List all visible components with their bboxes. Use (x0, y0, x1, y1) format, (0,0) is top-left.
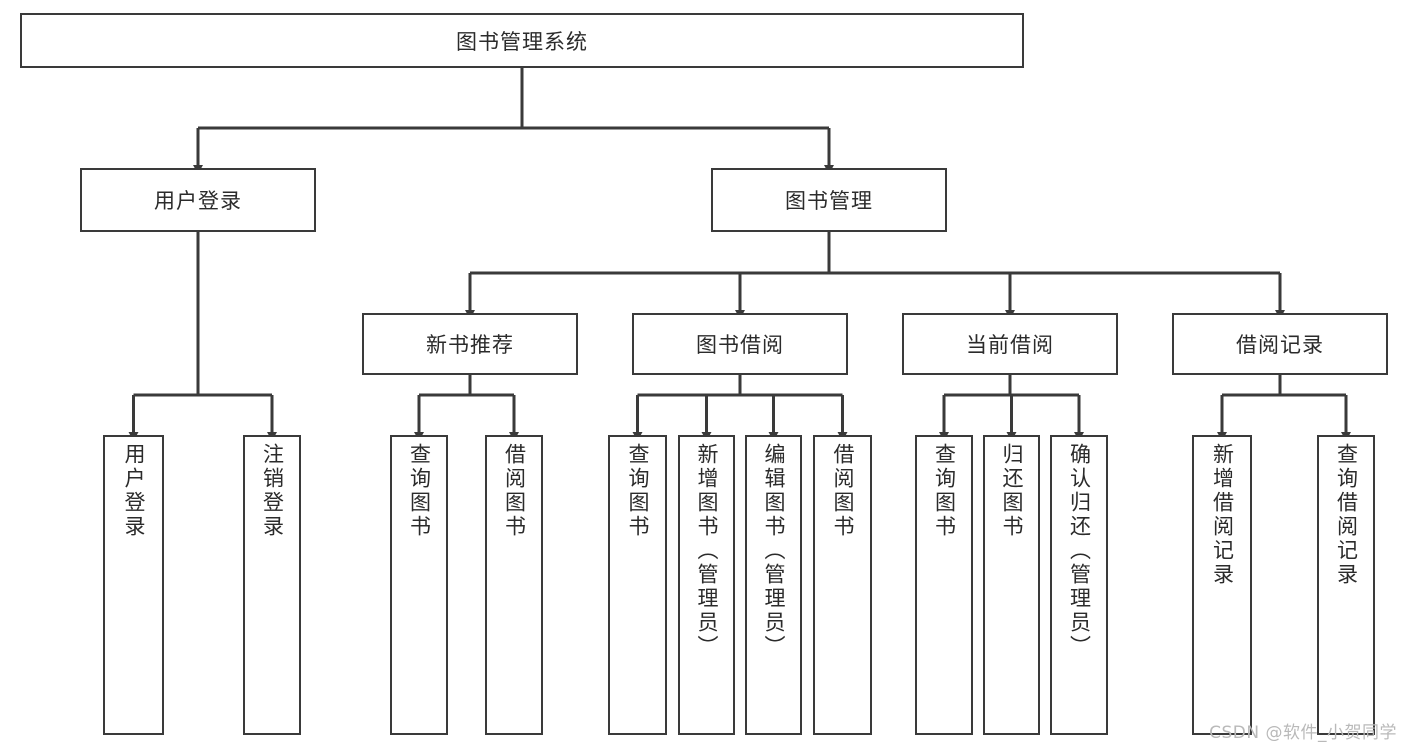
node-leaf-user-login[interactable]: 用户登录 (103, 435, 164, 735)
node-leaf-return-book[interactable]: 归还图书 (983, 435, 1040, 735)
node-leaf-query-book-2[interactable]: 查询图书 (608, 435, 667, 735)
node-leaf-add-record[interactable]: 新增借阅记录 (1192, 435, 1252, 735)
node-label: 查询借阅记录 (1334, 443, 1359, 587)
node-leaf-confirm-return[interactable]: 确认归还（管理员） (1050, 435, 1108, 735)
node-label: 查询图书 (626, 443, 650, 539)
node-label: 新书推荐 (426, 333, 514, 357)
node-label: 借阅图书 (831, 443, 855, 539)
node-label: 新增借阅记录 (1210, 443, 1235, 587)
node-current-borrow[interactable]: 当前借阅 (902, 313, 1118, 375)
node-book-borrow[interactable]: 图书借阅 (632, 313, 848, 375)
node-label: 确认归还（管理员） (1067, 443, 1092, 659)
node-label: 图书管理 (785, 189, 873, 213)
node-leaf-edit-book[interactable]: 编辑图书（管理员） (745, 435, 802, 735)
node-label: 查询图书 (407, 443, 432, 539)
node-leaf-borrow-book-1[interactable]: 借阅图书 (485, 435, 543, 735)
node-label: 归还图书 (1000, 443, 1024, 539)
node-root[interactable]: 图书管理系统 (20, 13, 1024, 68)
node-label: 借阅图书 (502, 443, 527, 539)
node-label: 图书管理系统 (456, 29, 588, 54)
node-label: 借阅记录 (1236, 333, 1324, 357)
node-leaf-add-book[interactable]: 新增图书（管理员） (678, 435, 735, 735)
node-label: 查询图书 (932, 443, 957, 539)
node-label: 用户登录 (122, 443, 146, 539)
node-leaf-logout[interactable]: 注销登录 (243, 435, 301, 735)
node-label: 新增图书（管理员） (695, 443, 719, 659)
node-leaf-borrow-book-2[interactable]: 借阅图书 (813, 435, 872, 735)
node-new-book-rec[interactable]: 新书推荐 (362, 313, 578, 375)
node-leaf-query-record[interactable]: 查询借阅记录 (1317, 435, 1375, 735)
node-leaf-query-book-3[interactable]: 查询图书 (915, 435, 973, 735)
node-user-login[interactable]: 用户登录 (80, 168, 316, 232)
watermark: CSDN @软件_小贺同学 (1209, 723, 1397, 743)
node-label: 当前借阅 (966, 333, 1054, 357)
node-borrow-record[interactable]: 借阅记录 (1172, 313, 1388, 375)
node-label: 注销登录 (260, 443, 285, 539)
node-label: 图书借阅 (696, 333, 784, 357)
node-label: 编辑图书（管理员） (762, 443, 786, 659)
node-leaf-query-book-1[interactable]: 查询图书 (390, 435, 448, 735)
node-label: 用户登录 (154, 189, 242, 213)
node-book-manage[interactable]: 图书管理 (711, 168, 947, 232)
